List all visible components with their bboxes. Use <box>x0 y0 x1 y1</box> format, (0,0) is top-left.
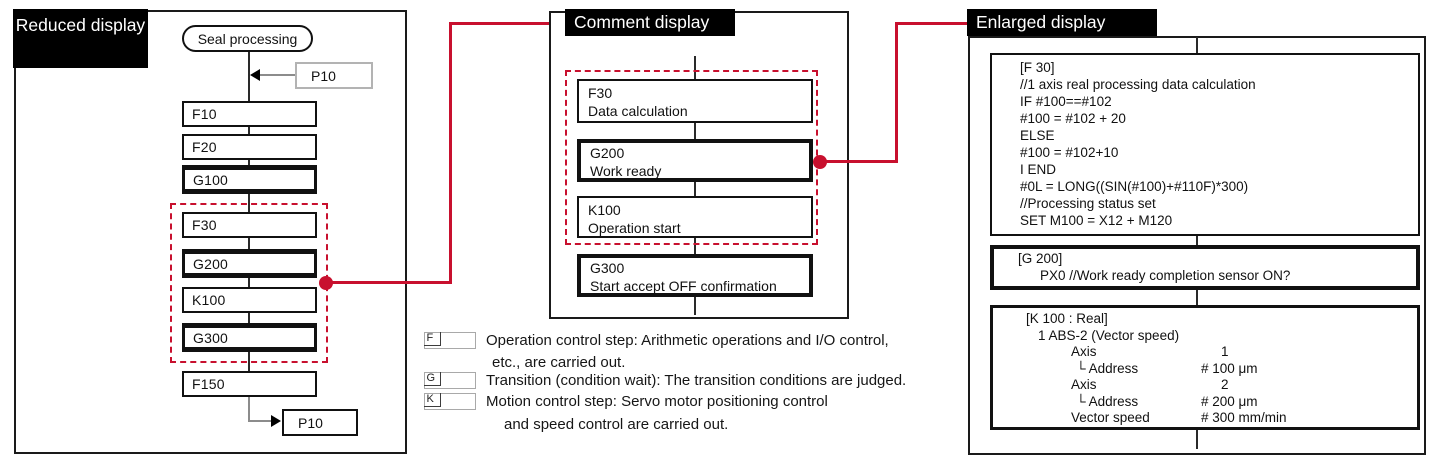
flow-line <box>694 238 696 254</box>
jump-out-line <box>248 397 250 422</box>
comment-block-id: G200 <box>590 145 625 161</box>
highlight-region-reduced <box>170 203 328 363</box>
code-line: //Processing status set <box>1020 196 1156 211</box>
legend-text-k-line2: and speed control are carried out. <box>504 416 729 433</box>
code-box-f30: [F 30] //1 axis real processing data cal… <box>990 53 1420 236</box>
flow-line <box>248 52 250 101</box>
connector-dot-icon <box>813 155 827 169</box>
code-line: [F 30] <box>1020 60 1055 75</box>
param-row: Axis 1 <box>993 344 1417 361</box>
flow-line <box>694 182 696 196</box>
param-label: Axis <box>1071 377 1097 392</box>
comment-block-id: F30 <box>588 85 613 101</box>
flow-line <box>694 56 696 79</box>
comment-block-text: Operation start <box>588 220 681 236</box>
callout-line-1 <box>452 22 565 25</box>
reduced-display-title: Reduced display <box>13 9 148 68</box>
comment-block-id: G300 <box>590 260 625 276</box>
code-line: [G 200] <box>1018 251 1063 266</box>
code-line: [K 100 : Real] <box>1026 311 1108 326</box>
connector-dot-icon <box>319 276 333 290</box>
param-label: └ Address <box>1076 360 1139 376</box>
comment-block-text: Start accept OFF confirmation <box>590 278 777 294</box>
flow-line <box>248 313 250 323</box>
jump-in-line <box>259 74 296 76</box>
code-line: PX0 //Work ready completion sensor ON? <box>1040 267 1291 283</box>
param-row: └ Address # 100 μm <box>993 361 1417 378</box>
legend-letter: G <box>423 371 441 386</box>
param-value: # 200 μm <box>1201 393 1258 409</box>
flow-line <box>694 123 696 139</box>
callout-line-1 <box>449 22 452 284</box>
param-row: Axis 2 <box>993 377 1417 394</box>
comment-block-f30: F30 Data calculation <box>577 79 813 123</box>
callout-line-2 <box>820 160 898 163</box>
terminal-seal-processing: Seal processing <box>182 25 313 52</box>
param-value: # 100 μm <box>1201 360 1258 376</box>
code-line: ELSE <box>1020 128 1055 143</box>
legend-letter: F <box>423 331 441 346</box>
callout-line-2 <box>898 22 967 25</box>
arrowhead-left-icon <box>250 69 260 81</box>
code-line: SET M100 = X12 + M120 <box>1020 213 1173 228</box>
param-label: Axis <box>1071 344 1097 359</box>
comment-display-title: Comment display <box>565 9 735 36</box>
code-box-k100: [K 100 : Real] 1 ABS-2 (Vector speed) Ax… <box>990 305 1420 430</box>
jump-in-p10: P10 <box>295 62 373 89</box>
param-value: 2 <box>1221 377 1229 392</box>
arrowhead-right-icon <box>271 415 281 427</box>
flow-line <box>1196 430 1198 449</box>
legend-text-k-line1: Motion control step: Servo motor positio… <box>486 393 828 410</box>
step-k100: K100 <box>182 287 317 313</box>
flow-line <box>1196 37 1198 53</box>
code-line: #100 = #102+10 <box>1020 145 1119 160</box>
jump-out-p10: P10 <box>282 409 358 436</box>
param-value: # 300 mm/min <box>1201 410 1287 425</box>
flow-line <box>1196 290 1198 305</box>
legend-text-f-line2: etc., are carried out. <box>492 354 626 371</box>
legend-letter: K <box>423 392 441 407</box>
step-f30: F30 <box>182 212 317 238</box>
step-g100: G100 <box>182 165 317 194</box>
flow-line <box>248 238 250 249</box>
code-line: I END <box>1020 162 1057 177</box>
legend-text-f-line1: Operation control step: Arithmetic opera… <box>486 332 889 349</box>
code-line: #0L = LONG((SIN(#100)+#110F)*300) <box>1020 179 1249 194</box>
callout-line-2 <box>895 22 898 163</box>
legend-text-g-line1: Transition (condition wait): The transit… <box>486 372 907 389</box>
comment-block-id: K100 <box>588 202 621 218</box>
step-g300: G300 <box>182 323 317 352</box>
comment-block-k100: K100 Operation start <box>577 196 813 238</box>
legend-symbol-g: G <box>423 371 476 389</box>
flow-line <box>1196 236 1198 245</box>
param-value: 1 <box>1221 344 1229 359</box>
legend-symbol-f: F <box>423 331 476 349</box>
param-label: Vector speed <box>1071 410 1150 425</box>
comment-block-text: Work ready <box>590 163 662 179</box>
highlight-region-comment <box>565 70 818 245</box>
flow-line <box>694 297 696 315</box>
step-f20: F20 <box>182 134 317 160</box>
param-row: └ Address # 200 μm <box>993 394 1417 411</box>
step-f150: F150 <box>182 371 317 397</box>
comment-block-g300: G300 Start accept OFF confirmation <box>577 254 813 297</box>
legend-symbol-k: K <box>423 392 476 410</box>
code-line: #100 = #102 + 20 <box>1020 111 1126 126</box>
flow-line <box>248 160 250 165</box>
code-line: //1 axis real processing data calculatio… <box>1020 77 1256 92</box>
jump-out-line <box>248 420 272 422</box>
code-line: 1 ABS-2 (Vector speed) <box>1038 327 1180 343</box>
param-label: └ Address <box>1076 393 1139 409</box>
comment-block-text: Data calculation <box>588 103 688 119</box>
enlarged-display-title: Enlarged display <box>967 9 1157 36</box>
code-line: IF #100==#102 <box>1020 94 1112 109</box>
param-row: Vector speed # 300 mm/min <box>993 410 1417 427</box>
flow-line <box>248 127 250 134</box>
callout-line-1 <box>326 281 452 284</box>
step-f10: F10 <box>182 101 317 127</box>
flow-line <box>248 278 250 287</box>
code-box-g200: [G 200] PX0 //Work ready completion sens… <box>990 245 1420 290</box>
comment-block-g200: G200 Work ready <box>577 139 813 182</box>
step-g200: G200 <box>182 249 317 278</box>
